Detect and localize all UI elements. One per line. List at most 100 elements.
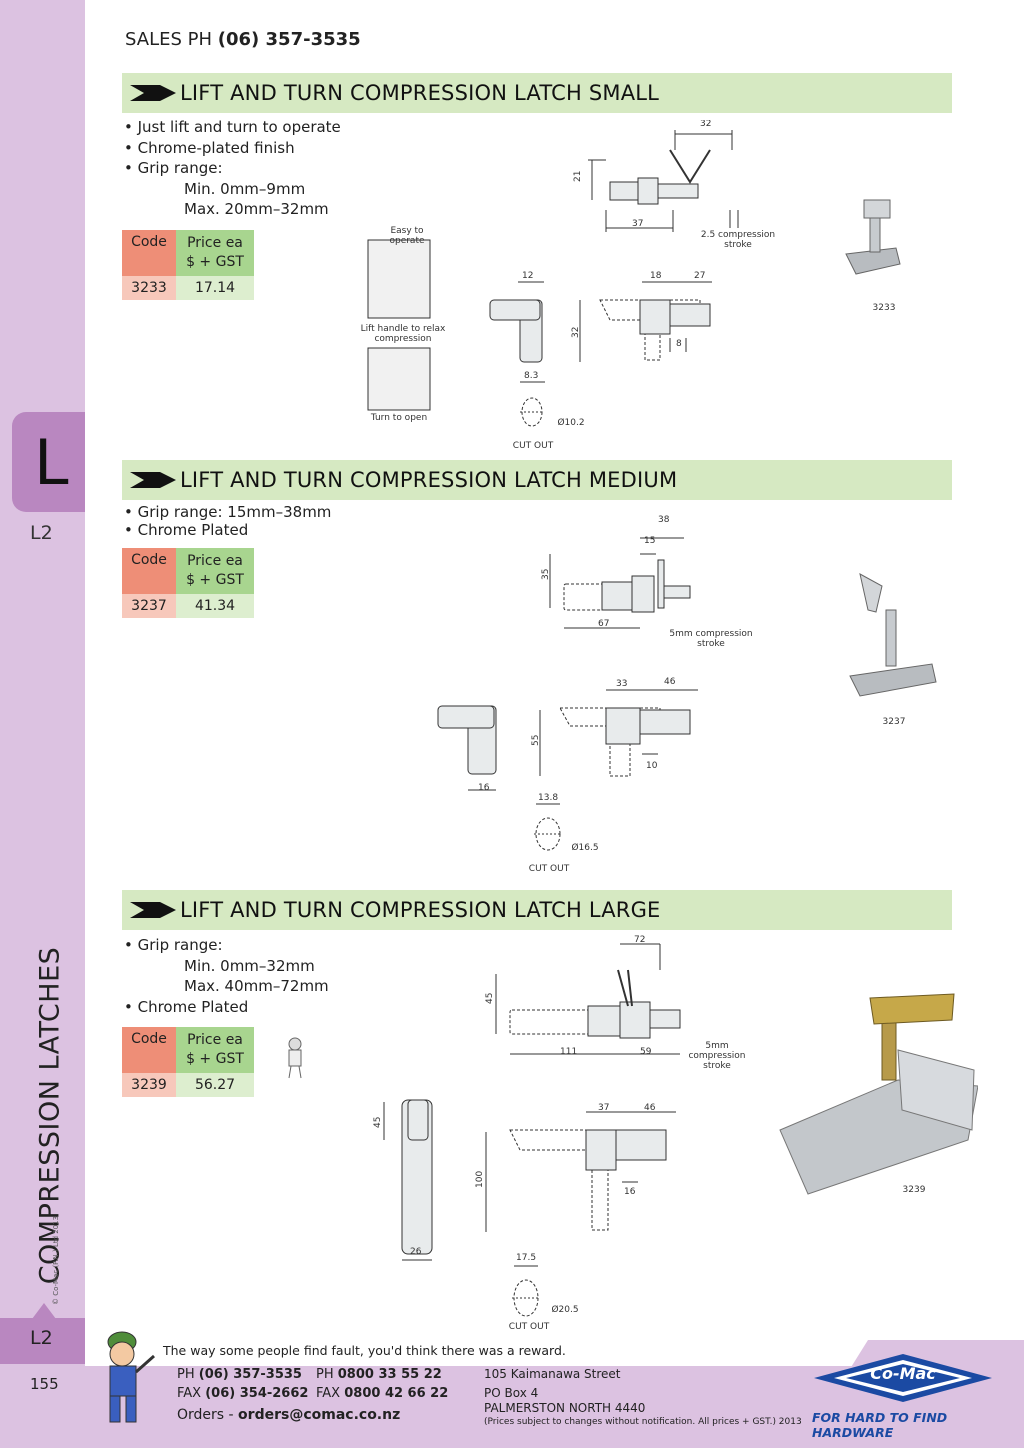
svg-text:72: 72	[634, 935, 645, 945]
page-number: 155	[30, 1375, 59, 1393]
svg-text:26: 26	[410, 1247, 422, 1257]
footer-fax-free: FAX 0800 42 66 22	[316, 1386, 449, 1401]
product-photo-large	[779, 993, 978, 1195]
address-line: PO Box 4	[484, 1386, 539, 1400]
photo-label: 3239	[902, 1185, 926, 1195]
product-features: • Just lift and turn to operate • Chrome…	[124, 117, 341, 220]
svg-text:55: 55	[531, 735, 541, 746]
code-header: Code	[122, 1027, 176, 1073]
svg-text:37: 37	[598, 1103, 609, 1113]
svg-text:111: 111	[560, 1047, 577, 1057]
annotation-easy: Easy to operate	[389, 226, 425, 246]
sales-phone-header: SALES PH (06) 357-3535	[125, 29, 361, 50]
cutout-diameter: Ø20.5	[551, 1305, 579, 1315]
svg-text:8.3: 8.3	[524, 371, 538, 381]
svg-text:33: 33	[616, 679, 627, 689]
orders-email-link[interactable]: orders@comac.co.nz	[238, 1407, 401, 1423]
annotation-cutout: CUT OUT	[508, 1322, 550, 1332]
svg-text:45: 45	[373, 1117, 383, 1128]
feature-item: • Grip range: 15mm–38mm	[124, 503, 332, 521]
price-table: Code Price ea$ + GST 3233 17.14	[122, 230, 254, 300]
feature-item: • Grip range:	[124, 936, 223, 954]
svg-text:18: 18	[650, 271, 662, 281]
logo-text: Co-Mac	[870, 1364, 936, 1383]
arrow-icon	[130, 902, 176, 918]
mascot-icon	[107, 1331, 155, 1423]
price-header: Price ea$ + GST	[176, 1027, 254, 1073]
svg-text:15: 15	[644, 536, 655, 546]
svg-text:17.5: 17.5	[516, 1253, 536, 1263]
feature-item: • Chrome-plated finish	[124, 138, 295, 157]
footer-orders: Orders - orders@comac.co.nz	[177, 1407, 401, 1423]
svg-text:8: 8	[676, 339, 682, 349]
product-title: LIFT AND TURN COMPRESSION LATCH LARGE	[180, 898, 661, 922]
svg-text:38: 38	[658, 515, 670, 525]
svg-text:27: 27	[694, 271, 705, 281]
code-header: Code	[122, 548, 176, 594]
svg-text:46: 46	[664, 677, 676, 687]
footer-motto: The way some people find fault, you'd th…	[163, 1343, 566, 1358]
section-code-bottom: L2	[30, 1327, 53, 1349]
annotation-stroke: 2.5 compression stroke	[700, 230, 776, 250]
feature-item: • Chrome Plated	[124, 520, 249, 539]
cutout-diameter: Ø16.5	[571, 843, 599, 853]
annotation-cutout: CUT OUT	[528, 864, 570, 874]
logo-tagline: FOR HARD TO FIND HARDWARE	[812, 1410, 948, 1440]
section-code-top: L2	[30, 522, 53, 544]
feature-item: Min. 0mm–9mm	[184, 179, 306, 198]
feature-item: Max. 40mm–72mm	[184, 977, 329, 995]
footer-phone-free: PH 0800 33 55 22	[316, 1367, 442, 1382]
section-tab: L	[12, 412, 85, 512]
product-banner-medium: LIFT AND TURN COMPRESSION LATCH MEDIUM	[122, 460, 952, 500]
sales-label: SALES PH	[125, 29, 213, 50]
arrow-icon	[130, 472, 176, 488]
svg-text:37: 37	[632, 219, 643, 229]
svg-text:46: 46	[644, 1103, 656, 1113]
svg-text:16: 16	[624, 1187, 636, 1197]
comac-logo	[814, 1354, 992, 1402]
address-line: 105 Kaimanawa Street	[484, 1367, 621, 1381]
product-banner-small: LIFT AND TURN COMPRESSION LATCH SMALL	[122, 73, 952, 113]
svg-text:16: 16	[478, 783, 490, 793]
address-line: PALMERSTON NORTH 4440	[484, 1401, 646, 1415]
footer-phone: PH (06) 357-3535	[177, 1367, 302, 1382]
mascot-small-icon	[288, 1037, 302, 1079]
technical-drawing-small: 32 21 37 12 18 27 32 8 8.3	[367, 120, 739, 427]
price-table: Code Price ea$ + GST 3237 41.34	[122, 548, 254, 618]
technical-drawing-medium: 38 15 35 67 33 46 55 10 16 13.8	[437, 515, 698, 851]
product-title: LIFT AND TURN COMPRESSION LATCH SMALL	[180, 81, 660, 105]
product-photo-small	[845, 199, 901, 275]
svg-text:100: 100	[475, 1171, 485, 1188]
photo-label: 3233	[872, 303, 896, 313]
product-photo-medium	[849, 573, 937, 697]
svg-text:13.8: 13.8	[538, 793, 558, 803]
svg-text:35: 35	[541, 569, 551, 580]
svg-text:59: 59	[640, 1047, 652, 1057]
product-code: 3239	[122, 1073, 176, 1097]
section-vertical-title: COMPRESSION LATCHES	[34, 946, 66, 1285]
photo-label: 3237	[882, 717, 906, 727]
price-header: Price ea$ + GST	[176, 548, 254, 594]
section-tab-bottom: L2	[0, 1318, 85, 1364]
annotation-cutout: CUT OUT	[512, 441, 554, 451]
price-table: Code Price ea$ + GST 3239 56.27	[122, 1027, 254, 1097]
section-letter: L	[34, 426, 69, 499]
product-price: 41.34	[176, 594, 254, 618]
svg-text:67: 67	[598, 619, 609, 629]
feature-item: • Chrome Plated	[124, 997, 249, 1016]
product-features: • Grip range: Min. 0mm–32mm Max. 40mm–72…	[124, 935, 329, 1017]
feature-item: Min. 0mm–32mm	[184, 956, 315, 975]
sidebar	[0, 0, 85, 1448]
technical-drawing-large: 72 45 111 59 37 46 45 100 16 26 17.5	[373, 935, 681, 1317]
product-price: 17.14	[176, 276, 254, 300]
arrow-icon	[130, 85, 176, 101]
sales-phone: (06) 357-3535	[217, 29, 361, 50]
product-code: 3237	[122, 594, 176, 618]
svg-text:32: 32	[700, 120, 711, 129]
feature-item: • Just lift and turn to operate	[124, 118, 341, 136]
cutout-diameter: Ø10.2	[557, 418, 585, 428]
copyright: © Co-Mac (P.N.) Ltd 2013	[52, 1215, 60, 1305]
svg-text:12: 12	[522, 271, 533, 281]
footer-fax: FAX (06) 354-2662	[177, 1386, 309, 1401]
svg-text:21: 21	[573, 171, 583, 182]
